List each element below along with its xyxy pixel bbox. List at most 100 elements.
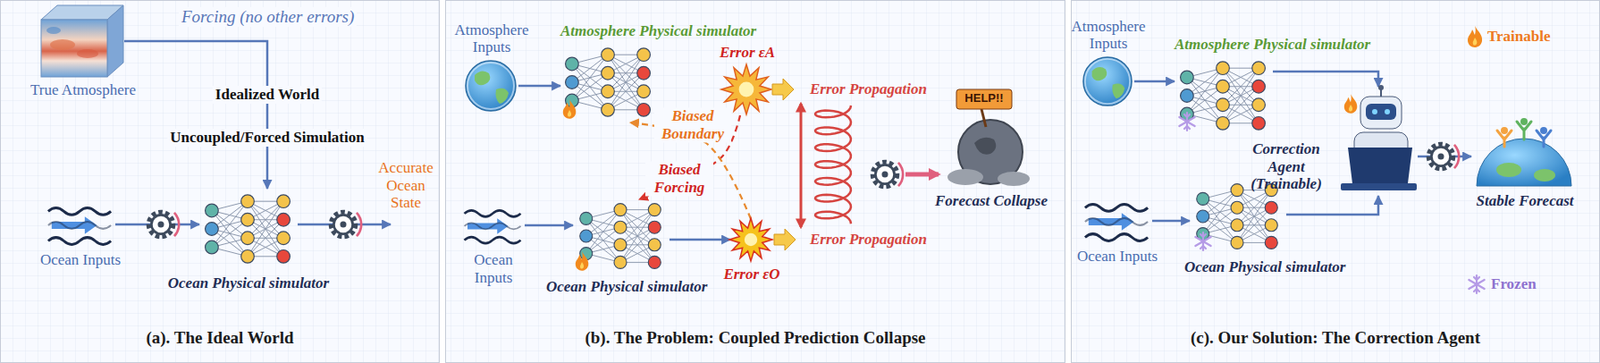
- panel-caption: (a). The Ideal World: [0, 328, 439, 348]
- node-label: Ocean Inputs: [1077, 247, 1158, 266]
- icon-node: Atmosphere Inputs: [464, 59, 519, 114]
- legend-label: Frozen: [1490, 275, 1537, 294]
- icon-node: Atmosphere Physical simulator: [1174, 57, 1273, 136]
- icon-node: Ocean Inputs: [45, 202, 116, 248]
- connector: [518, 84, 561, 88]
- edge-label: Biased Boundary: [654, 107, 732, 143]
- illustration-part: [1372, 109, 1378, 115]
- illustration-part: [1500, 126, 1508, 135]
- illustration-part: [974, 137, 996, 155]
- panel-caption: (b). The Problem: Coupled Prediction Col…: [446, 328, 1065, 348]
- node-label: Atmosphere Physical simulator: [1174, 35, 1371, 54]
- illustration-part: [1497, 121, 1551, 147]
- illustration-part: [445, 0, 1066, 363]
- gear-icon: [331, 212, 362, 236]
- icon-node: Error εO: [730, 218, 774, 262]
- illustration-part: [1070, 0, 1600, 363]
- error-burst: [721, 64, 773, 262]
- illustration-part: [1520, 117, 1528, 126]
- node-label: True Atmosphere: [30, 81, 136, 100]
- node-label: Ocean Physical simulator: [168, 274, 329, 293]
- icon-node: Stable Forecast: [1471, 117, 1579, 189]
- connector: [1272, 71, 1379, 87]
- node-label: Ocean Physical simulator: [546, 277, 708, 296]
- illustration-part: [997, 171, 1030, 186]
- connector: [1286, 195, 1379, 215]
- connector: [669, 238, 731, 242]
- illustration-part: [1378, 84, 1384, 91]
- node-label: Atmosphere Physical simulator: [560, 22, 757, 41]
- globe-icon: [1083, 57, 1132, 106]
- robot-icon: [1340, 84, 1417, 191]
- node-label: Error εO: [723, 265, 780, 284]
- connector: [124, 41, 268, 189]
- node-label: Ocean Inputs: [40, 251, 121, 270]
- network-icon: [1180, 61, 1266, 130]
- panel: (c). Our Solution: The Correction Agent A…: [1070, 0, 1600, 363]
- illustration-part: [107, 5, 124, 77]
- illustration-part: [1347, 147, 1413, 184]
- gear-icon: [873, 162, 903, 186]
- panel: (a). The Ideal World True AtmosphereOcean…: [0, 0, 440, 363]
- illustration-part: [1384, 109, 1390, 115]
- illustration-part: [956, 89, 1012, 110]
- waves-icon: [1085, 203, 1148, 241]
- illustration-part: [0, 0, 440, 363]
- illustration-part: [1360, 96, 1402, 129]
- icon-node: Forecast Collapse: [946, 109, 1036, 189]
- illustration-part: [1540, 126, 1548, 135]
- node-label: Ocean Inputs: [462, 251, 525, 287]
- edge-label: Forcing (no other errors): [178, 7, 357, 27]
- panel-caption: (c). Our Solution: The Correction Agent: [1071, 328, 1600, 348]
- arrow: [905, 172, 939, 177]
- illustration-part: [1476, 138, 1572, 186]
- waves-icon: [48, 207, 111, 245]
- illustration-part: [46, 26, 61, 34]
- collapse-globe: [947, 89, 1030, 186]
- legend-snowflake: [1468, 275, 1484, 294]
- illustration-part: [1070, 0, 1600, 363]
- icon-node: True Atmosphere: [42, 6, 125, 78]
- flame-icon: [575, 251, 590, 271]
- icon-node: Atmosphere Inputs: [1082, 56, 1135, 109]
- illustration-part: [981, 109, 986, 127]
- illustration-part: [729, 218, 773, 262]
- illustration-part: [76, 49, 99, 59]
- illustration-part: [445, 0, 1066, 363]
- node-label: Error εA: [719, 43, 775, 62]
- node-label: Forecast Collapse: [934, 192, 1048, 211]
- block-arrow: [774, 228, 796, 251]
- node-label: Ocean Physical simulator: [1184, 258, 1346, 277]
- illustration-part: [41, 19, 108, 77]
- annotation: Error Propagation: [809, 230, 927, 249]
- connector: [1152, 219, 1190, 223]
- atmosphere-cube: [41, 5, 124, 77]
- waves-icon: [464, 210, 522, 244]
- illustration-part: [0, 0, 440, 363]
- spiral: [815, 105, 851, 224]
- flame-icon: [563, 99, 577, 119]
- icon-node: Ocean Inputs: [1082, 199, 1153, 245]
- network-icon: [580, 203, 662, 270]
- illustration-part: [739, 82, 755, 98]
- node-label: Atmosphere Inputs: [451, 21, 532, 57]
- node-label: Stable Forecast: [1475, 192, 1574, 211]
- node-label: Accurate Ocean State: [376, 159, 436, 212]
- annotation: Idealized World: [212, 85, 322, 104]
- icon-node: Ocean Physical simulator: [199, 188, 298, 271]
- illustration-part: [1365, 103, 1397, 120]
- annotation: HELP!!: [964, 92, 1003, 106]
- network-icon: [565, 48, 651, 117]
- icon-node: Atmosphere Physical simulator: [560, 43, 657, 123]
- gear-icon: [149, 212, 179, 236]
- illustration-part: [947, 168, 984, 186]
- snowflake-icon: [1195, 232, 1211, 251]
- edge-label: Biased Forcing: [645, 160, 714, 196]
- connector: [524, 224, 573, 228]
- illustration-part: [50, 39, 76, 51]
- double-arrow: [800, 103, 803, 228]
- globe-icon: [465, 60, 516, 111]
- icon-node: Ocean Inputs: [462, 204, 525, 248]
